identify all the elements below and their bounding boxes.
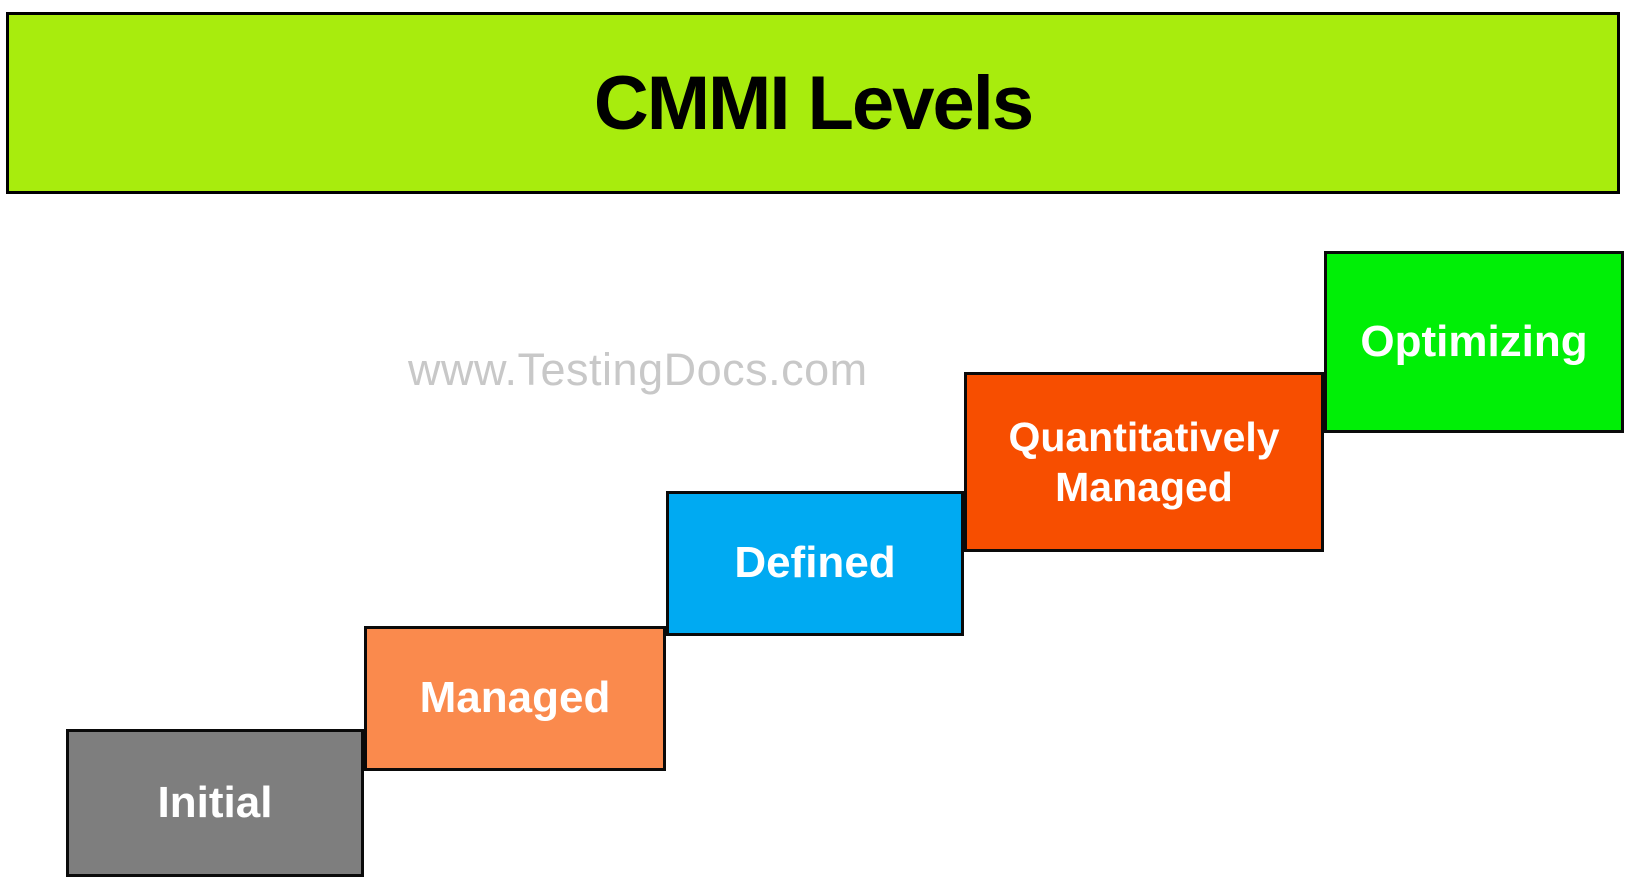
level-label-defined: Defined [734,538,896,588]
level-box-defined: Defined [666,491,964,636]
level-box-managed: Managed [364,626,666,771]
level-box-quantitatively-managed: Quantitatively Managed [964,372,1324,552]
level-label-managed: Managed [419,673,611,723]
page-title: CMMI Levels [593,60,1034,146]
title-banner: CMMI Levels [6,12,1620,194]
level-box-optimizing: Optimizing [1324,251,1624,433]
level-label-initial: Initial [157,777,273,827]
level-label-optimizing: Optimizing [1360,316,1588,366]
level-label-quantitatively-managed: Quantitatively Managed [1008,413,1280,510]
level-box-initial: Initial [66,729,364,877]
watermark: www.TestingDocs.com [408,344,868,395]
